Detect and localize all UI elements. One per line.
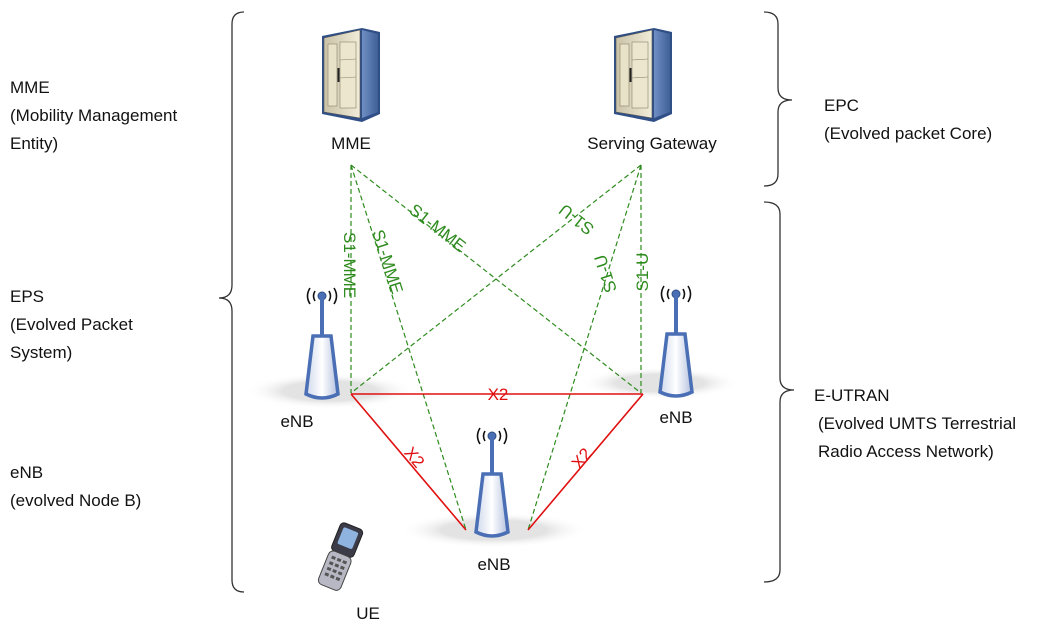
eps-definition: EPS (Evolved Packet System) bbox=[10, 283, 133, 367]
s1-mme-link-bottom bbox=[350, 164, 467, 531]
ue-phone-icon bbox=[317, 522, 364, 591]
serving-gateway-server-icon bbox=[614, 28, 672, 122]
x2-label-left: X2 bbox=[400, 443, 428, 471]
mme-definition-name: MME bbox=[10, 78, 50, 97]
s1-u-label-diagonal-steep: S1-U bbox=[591, 252, 621, 295]
enb-left-node-label: eNB bbox=[280, 412, 314, 431]
s1-mme-label-diagonal-steep: S1-MME bbox=[368, 227, 407, 296]
eutran-definition: E-UTRAN (Evolved UMTS Terrestrial Radio … bbox=[812, 382, 1016, 466]
serving-gateway-node-label: Serving Gateway bbox=[587, 134, 717, 153]
x2-label-right: X2 bbox=[568, 444, 596, 472]
epc-definition: EPC (Evolved packet Core) bbox=[824, 92, 992, 148]
mme-definition-line1: (Mobility Management bbox=[10, 106, 178, 125]
enb-definition: eNB (evolved Node B) bbox=[10, 459, 141, 515]
eps-brace bbox=[218, 11, 245, 593]
eps-definition-line1: (Evolved Packet bbox=[10, 315, 133, 334]
s1-u-label-vertical: S1-U bbox=[633, 253, 652, 292]
s1-u-link-left bbox=[350, 164, 642, 394]
x2-link-left bbox=[350, 393, 467, 531]
eutran-definition-line2: Radio Access Network) bbox=[818, 442, 994, 461]
enb-right-node-label: eNB bbox=[659, 408, 693, 427]
mme-node-label: MME bbox=[331, 134, 371, 153]
s1-u-label-diagonal: S1-U bbox=[556, 200, 598, 239]
s1-mme-label-vertical: S1-MME bbox=[340, 232, 359, 298]
enb-definition-line1: (evolved Node B) bbox=[10, 491, 142, 510]
x2-label-top: X2 bbox=[488, 385, 509, 404]
eutran-definition-line1: (Evolved UMTS Terrestrial bbox=[818, 414, 1017, 433]
enb-right-antenna-icon bbox=[658, 285, 694, 398]
ue-node-label: UE bbox=[356, 604, 380, 623]
enb-left-antenna-icon bbox=[304, 287, 340, 400]
enb-definition-name: eNB bbox=[10, 463, 44, 482]
enb-bottom-node-label: eNB bbox=[477, 555, 511, 574]
eutran-definition-name: E-UTRAN bbox=[814, 386, 890, 405]
s1-mme-label-diagonal: S1-MME bbox=[406, 200, 470, 256]
x2-link-right bbox=[527, 393, 644, 531]
epc-brace bbox=[763, 11, 793, 187]
eps-definition-line2: System) bbox=[10, 343, 73, 362]
eutran-brace bbox=[763, 201, 795, 583]
eps-definition-name: EPS bbox=[10, 287, 45, 306]
mme-definition: MME (Mobility Management Entity) bbox=[10, 74, 177, 158]
enb-bottom-antenna-icon bbox=[474, 427, 510, 538]
epc-definition-line1: (Evolved packet Core) bbox=[824, 124, 993, 143]
mme-definition-line2: Entity) bbox=[10, 134, 59, 153]
mme-server-icon bbox=[322, 28, 380, 122]
epc-definition-name: EPC bbox=[824, 96, 859, 115]
